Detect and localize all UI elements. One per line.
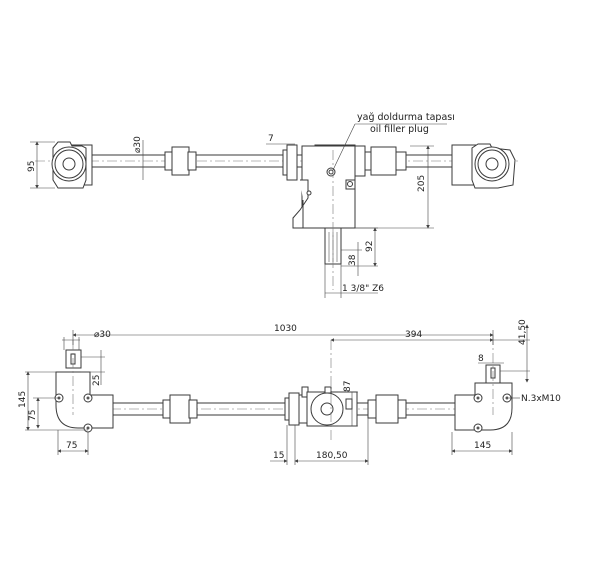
dim-1030: 1030: [274, 324, 297, 334]
right-end-gearbox: [451, 143, 516, 189]
dim-d30-bottom: ⌀30: [94, 330, 111, 340]
dim-bolts: N.3xM10: [521, 394, 561, 404]
dim-spline: 1 3/8" Z6: [342, 284, 384, 294]
dim-38: 38: [348, 254, 358, 266]
annotation-line1: yağ doldurma tapası: [357, 112, 455, 123]
top-view: yağ doldurma tapası oil filler plug 95 ⌀…: [27, 112, 520, 298]
left-coupling: [164, 146, 197, 176]
dim-205: 205: [417, 175, 427, 192]
dim-8: 8: [478, 354, 484, 364]
left-elbow-gearbox: [54, 340, 114, 433]
annotation-line2: oil filler plug: [370, 124, 429, 135]
dim-41-50: 41,50: [518, 319, 528, 345]
bottom-view: 1030 394 ⌀30 25 145 75 75 87: [18, 319, 561, 465]
center-gearbox-bottom: [284, 340, 407, 440]
center-gearbox: [282, 144, 407, 290]
dim-87: 87: [343, 381, 353, 392]
dim-7: 7: [268, 134, 274, 144]
dim-394: 394: [405, 330, 422, 340]
dim-95: 95: [27, 161, 37, 172]
dim-25: 25: [92, 375, 102, 386]
left-end-gearbox: [51, 141, 93, 189]
dim-15: 15: [273, 451, 284, 461]
dim-d30-top: ⌀30: [133, 136, 143, 153]
dim-180-50: 180,50: [316, 451, 348, 461]
dim-92: 92: [365, 241, 375, 252]
dim-145-right: 145: [474, 441, 491, 451]
dim-75-vertical: 75: [28, 410, 38, 421]
left-coupling-bottom: [162, 394, 198, 424]
dim-75-horizontal: 75: [66, 441, 77, 451]
right-elbow-gearbox: [454, 335, 513, 433]
dim-145-left: 145: [18, 391, 28, 408]
